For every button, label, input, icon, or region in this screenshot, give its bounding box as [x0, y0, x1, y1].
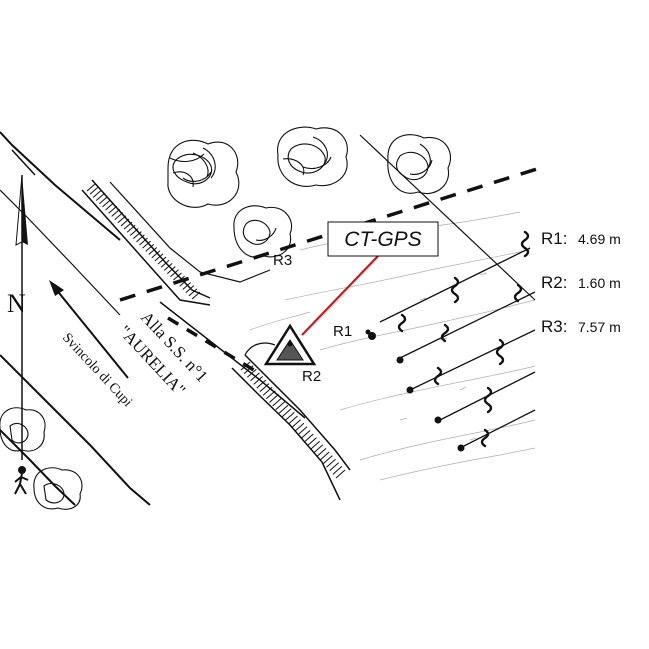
main-road [0, 131, 306, 506]
hatch-tick [95, 193, 105, 201]
tree-dots [368, 332, 465, 452]
hatch-tick [151, 250, 161, 259]
hatch-tick [163, 263, 173, 271]
hatch-tick [142, 240, 151, 249]
distance-r2-value: 1.60 m [578, 275, 621, 291]
hatch-tick [288, 415, 298, 425]
hatch-tick [173, 272, 182, 281]
hatch-tick [166, 266, 176, 274]
hatch-tick [132, 231, 142, 240]
lower-embankment [231, 342, 351, 501]
hatch-tick [99, 196, 108, 205]
hatch-tick [86, 183, 96, 192]
pedestrian-icon [14, 466, 29, 495]
tree-canopies [0, 126, 451, 510]
hatch-tick [256, 379, 267, 389]
plant-symbols [397, 230, 530, 448]
north-arrow [15, 174, 28, 460]
hatch-tick [247, 368, 257, 378]
distance-r3-value: 7.57 m [578, 319, 621, 335]
marker-r2: R2 [302, 368, 321, 385]
hatch-tick [89, 186, 99, 195]
distance-r3-label: R3: [541, 317, 567, 336]
distance-r2-label: R2: [541, 273, 567, 292]
station-label: CT-GPS [344, 228, 421, 251]
hatch-tick [136, 234, 145, 243]
distance-r1: R1: 4.69 m [541, 229, 621, 248]
distance-legend: R1: 4.69 m R2: 1.60 m R3: 7.57 m [541, 229, 621, 336]
marker-r1-dot [365, 329, 371, 335]
hatch-tick [294, 422, 305, 432]
distance-r1-value: 4.69 m [578, 231, 621, 247]
hatch-tick [120, 218, 130, 227]
distance-r3: R3: 7.57 m [541, 317, 621, 336]
gps-station-icon [263, 323, 317, 366]
marker-r3: R3 [273, 252, 292, 269]
upper-embankment [81, 179, 271, 306]
hatch-tick [316, 448, 327, 457]
hatch-tick [313, 444, 324, 454]
hatch-tick [129, 228, 139, 236]
hatch-tick [304, 433, 314, 443]
terrain-hatching [249, 211, 536, 481]
hatch-tick [250, 372, 260, 382]
hatch-tick [191, 291, 201, 300]
hatch-tick [148, 247, 158, 255]
hatch-tick [117, 215, 127, 224]
hatch-tick [323, 455, 333, 464]
hatch-tick [185, 285, 195, 294]
distance-r2: R2: 1.60 m [541, 273, 621, 292]
hatch-tick [259, 383, 270, 392]
hatch-tick [188, 288, 198, 297]
hatch-tick [111, 209, 121, 217]
hatch-tick [281, 408, 292, 418]
hatch-tick [123, 221, 133, 230]
station-pointer [301, 255, 379, 336]
hatch-tick [310, 440, 320, 450]
hatch-tick [278, 404, 289, 414]
hatch-tick [300, 430, 311, 439]
hatch-tick [307, 437, 317, 446]
fence-line [359, 134, 536, 301]
hatch-tick [291, 419, 301, 428]
dashed-boundary [119, 166, 541, 377]
hatch-tick [253, 376, 263, 385]
hatch-tick [266, 390, 276, 400]
hatch-tick [160, 259, 170, 268]
marker-r1: R1 [333, 323, 352, 340]
hatch-tick [154, 253, 164, 262]
hatch-tick [139, 237, 148, 246]
hatch-tick [262, 386, 273, 396]
hatch-tick [297, 426, 308, 436]
hatch-tick [332, 466, 343, 475]
hatch-tick [272, 397, 282, 407]
hatch-tick [326, 458, 336, 468]
hatch-tick [157, 256, 167, 265]
hatch-tick [92, 189, 102, 198]
hatch-tick [275, 401, 286, 410]
north-label: N [7, 289, 26, 318]
hatch-tick [335, 469, 346, 479]
hatch-tick [182, 282, 192, 290]
distance-r1-label: R1: [541, 229, 567, 248]
hatch-tick [329, 462, 339, 472]
hatch-tick [285, 412, 295, 421]
station-label-box: CT-GPS [327, 221, 439, 257]
direction-arrow [49, 280, 129, 379]
hatch-tick [319, 451, 330, 461]
hatch-tick [108, 205, 117, 214]
hatch-tick [105, 202, 114, 211]
hatch-tick [126, 224, 136, 233]
hatch-tick [102, 199, 111, 208]
hatch-tick [114, 212, 124, 220]
hatch-tick [145, 243, 155, 252]
hatch-tick [170, 269, 179, 278]
hatch-tick [269, 394, 279, 403]
